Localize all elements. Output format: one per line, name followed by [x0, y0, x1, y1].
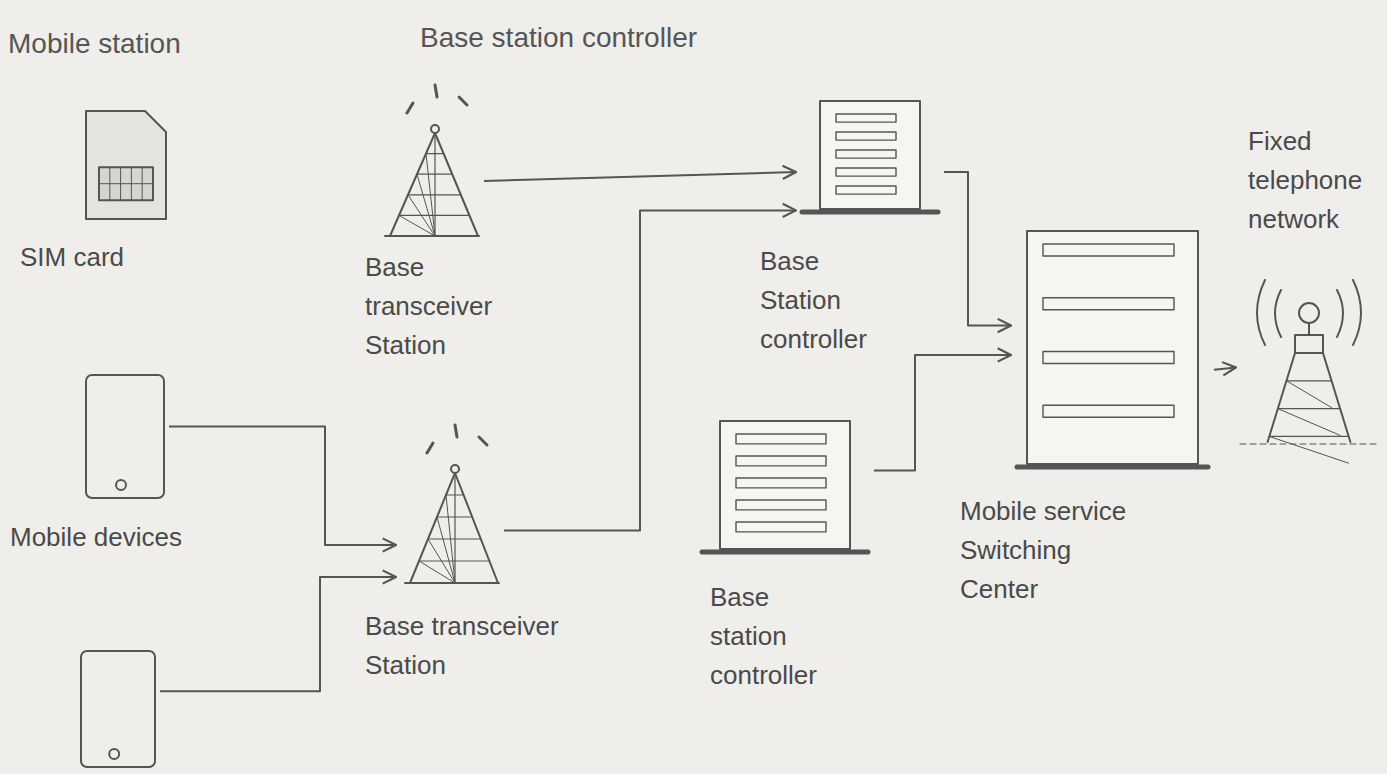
signal-arrow: [944, 172, 1011, 326]
bts-node: Base transceiver Station: [360, 425, 575, 689]
tower-icon: [400, 425, 500, 585]
sim-card-node: SIM card: [15, 110, 215, 281]
bts-node: Base transceiver Station: [360, 88, 560, 369]
node-caption: Mobile devices: [10, 518, 295, 557]
group-heading: Mobile station: [8, 28, 181, 60]
msc-node: Mobile service Switching Center: [955, 230, 1217, 613]
phone-icon: [85, 374, 165, 499]
server-icon: [800, 100, 940, 220]
bsc-node: Base station controller: [700, 420, 910, 699]
node-caption: Base transceiver Station: [365, 248, 555, 365]
node-caption: Mobile service Switching Center: [960, 492, 1145, 609]
node-caption: Base transceiver Station: [365, 607, 565, 685]
node-caption: Base station controller: [710, 578, 845, 695]
signal-arrow: [874, 355, 1011, 470]
radiotower-icon: [1240, 272, 1378, 452]
signal-arrow: [169, 427, 396, 546]
node-caption: Fixed telephone network: [1248, 122, 1382, 239]
signal-arrow: [484, 172, 796, 181]
node-caption: Base Station controller: [760, 242, 895, 359]
tower-icon: [380, 88, 480, 238]
bsc-node: Base Station controller: [720, 100, 945, 363]
mobile-devices-node: Mobile devices: [10, 370, 300, 772]
sim-icon: [85, 110, 167, 220]
server-icon: [700, 420, 870, 560]
phone-icon: [80, 650, 156, 768]
group-heading: Base station controller: [420, 22, 697, 54]
fixed-network-node: Fixed telephone network: [1240, 122, 1382, 456]
signal-arrow: [1214, 367, 1236, 369]
signal-arrow: [160, 577, 396, 691]
msc-icon: [1015, 230, 1210, 475]
node-caption: SIM card: [20, 238, 210, 277]
